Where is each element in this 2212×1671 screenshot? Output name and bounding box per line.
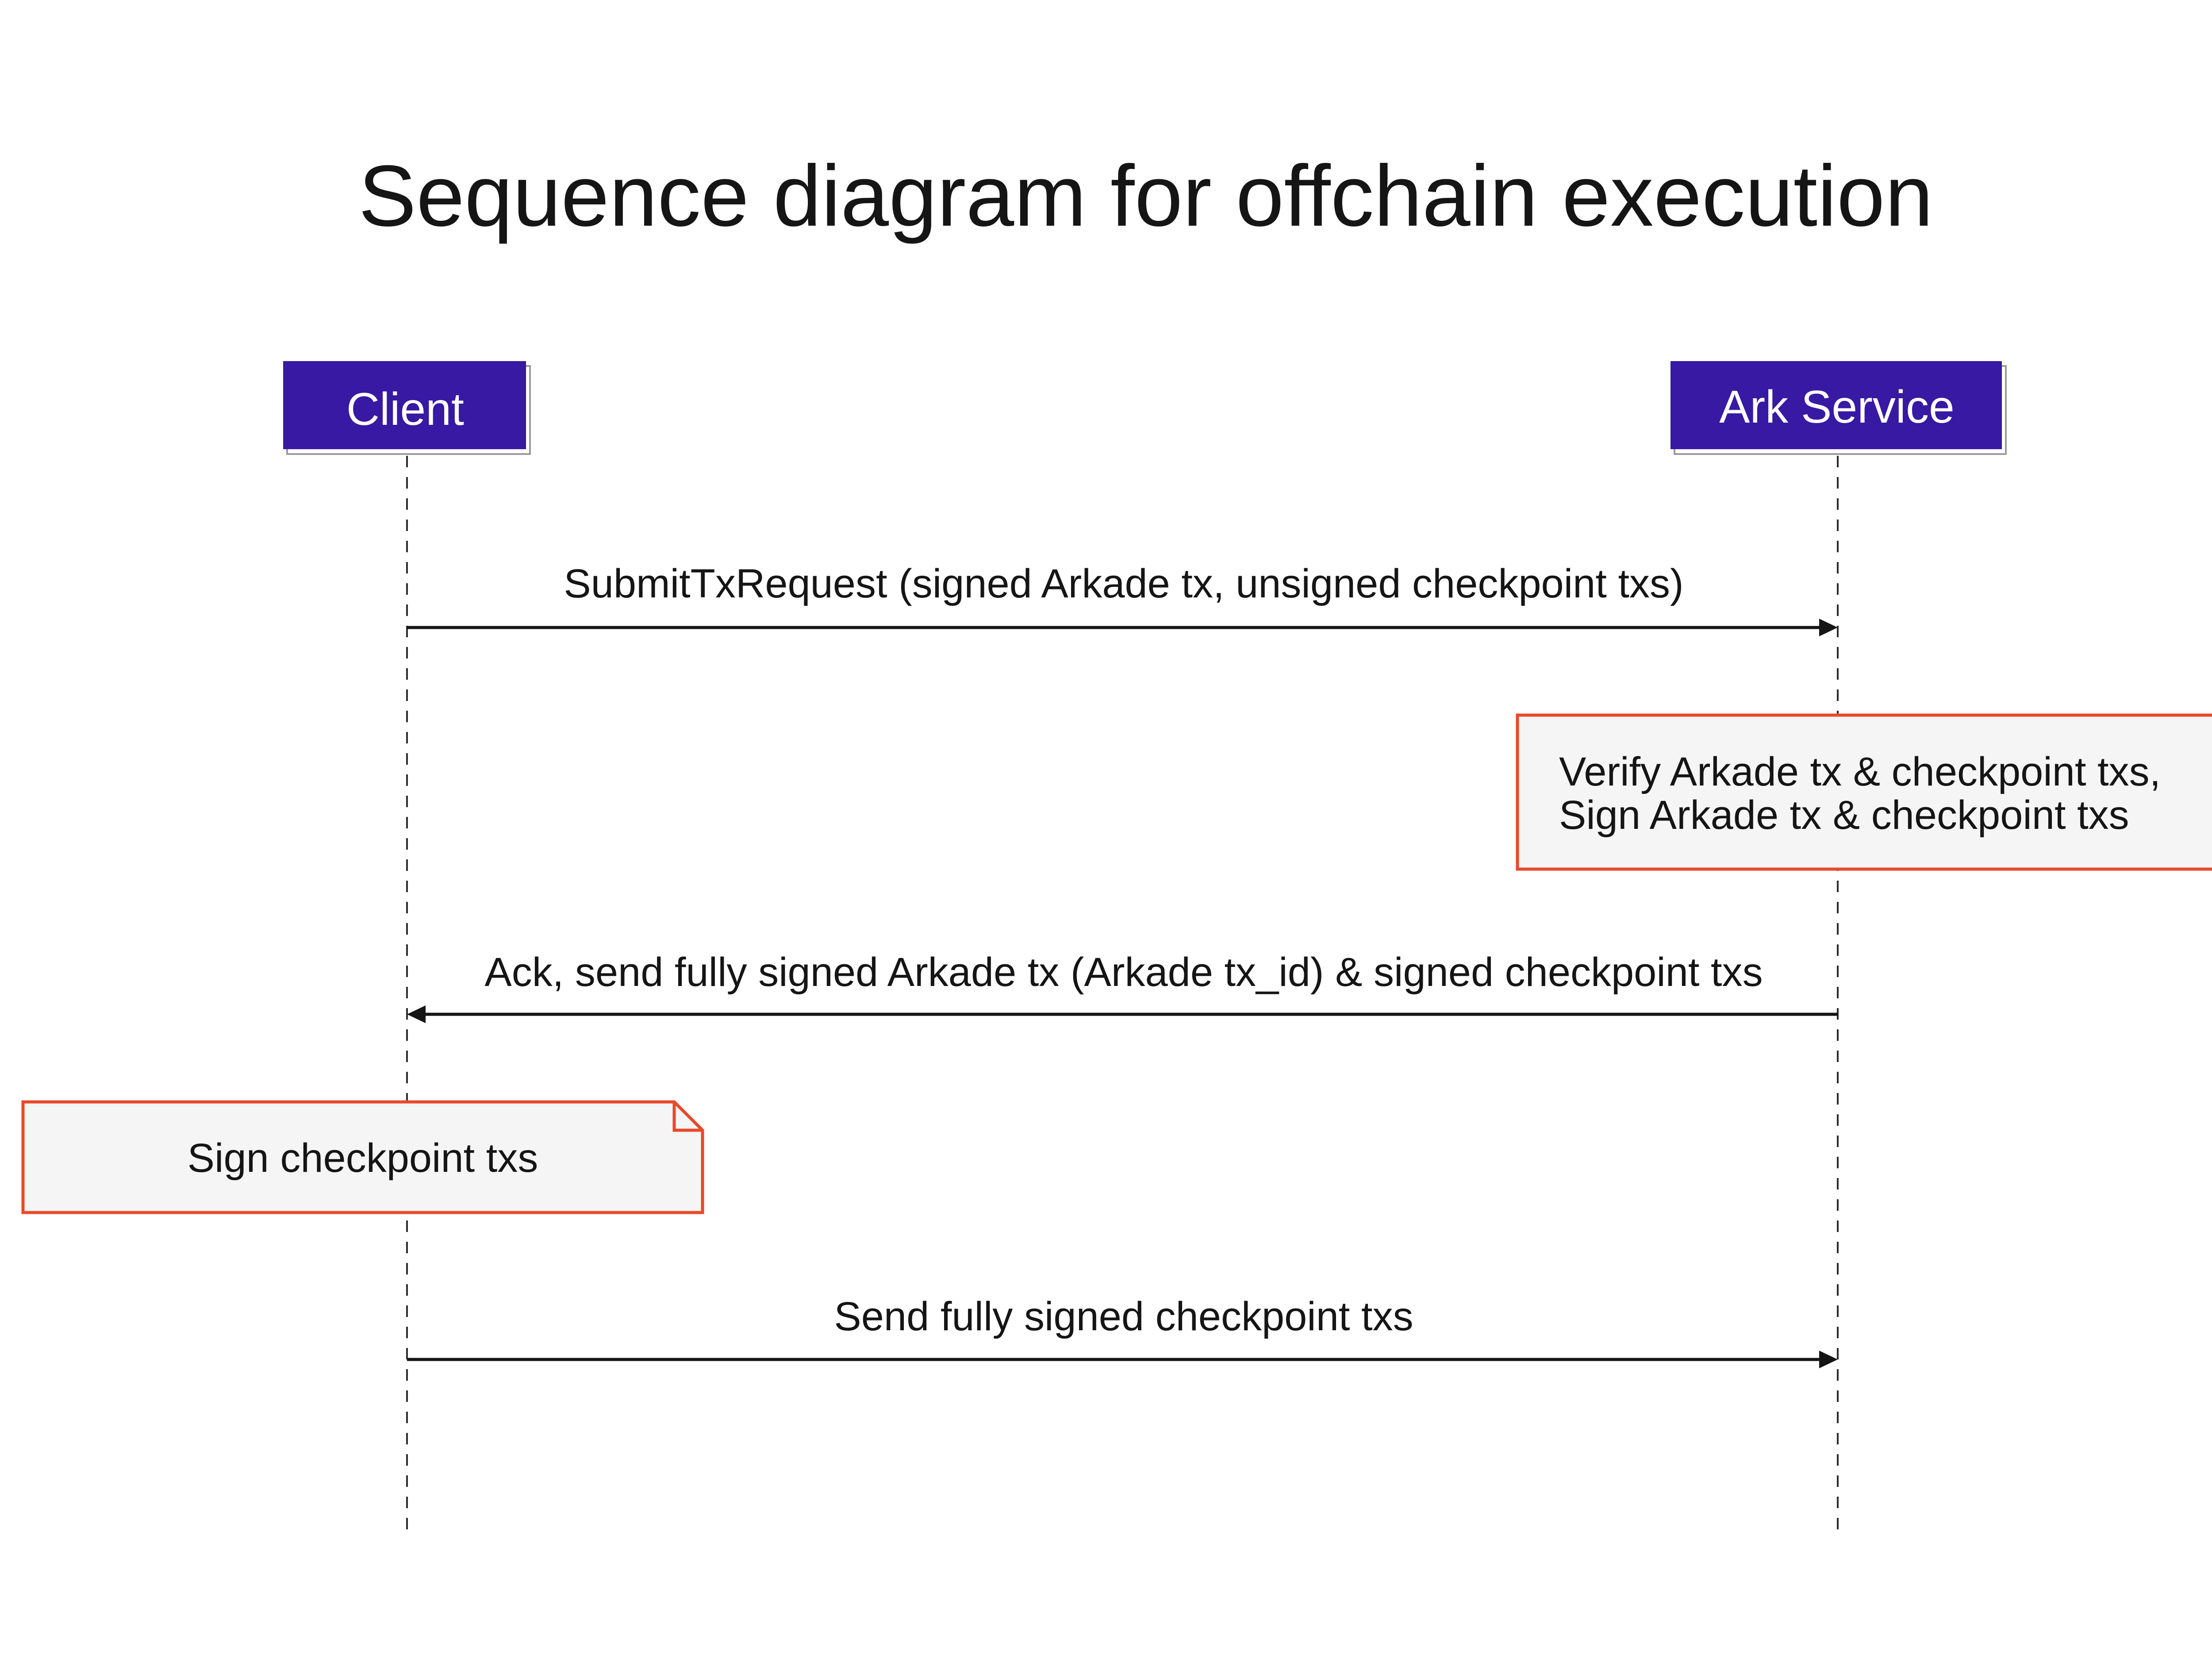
diagram-title: Sequence diagram for offchain execution — [358, 147, 1933, 244]
arrowhead-left-icon — [407, 1005, 426, 1023]
note-sign-checkpoint: Sign checkpoint txs — [21, 1100, 704, 1214]
message-submit-tx-request: SubmitTxRequest (signed Arkade tx, unsig… — [407, 561, 1838, 636]
note-verify-sign: Verify Arkade tx & checkpoint txs, Sign … — [1516, 713, 2212, 871]
actor-client-label: Client — [346, 384, 464, 435]
actor-ark-service: Ark Service — [1671, 361, 2007, 455]
message-submit-tx-request-label: SubmitTxRequest (signed Arkade tx, unsig… — [564, 561, 1683, 606]
message-ack: Ack, send fully signed Arkade tx (Arkade… — [407, 950, 1838, 1023]
arrowhead-right-icon — [1819, 1351, 1838, 1368]
note-fold-icon — [672, 1102, 703, 1132]
actor-client: Client — [283, 361, 531, 455]
note-verify-sign-box — [1516, 713, 2212, 871]
arrowhead-right-icon — [1819, 619, 1838, 636]
note-sign-checkpoint-line-1: Sign checkpoint txs — [188, 1136, 538, 1181]
message-ack-label: Ack, send fully signed Arkade tx (Arkade… — [484, 950, 1763, 995]
note-verify-line-2: Sign Arkade tx & checkpoint txs — [1559, 793, 2129, 838]
note-verify-line-1: Verify Arkade tx & checkpoint txs, — [1559, 749, 2161, 794]
note-sign-checkpoint-box — [21, 1100, 704, 1214]
actor-client-box — [283, 361, 526, 449]
actor-ark-service-box — [1671, 361, 2002, 449]
actor-ark-service-label: Ark Service — [1719, 381, 1955, 433]
message-send-checkpoint: Send fully signed checkpoint txs — [407, 1294, 1838, 1368]
message-send-checkpoint-label: Send fully signed checkpoint txs — [834, 1294, 1413, 1339]
